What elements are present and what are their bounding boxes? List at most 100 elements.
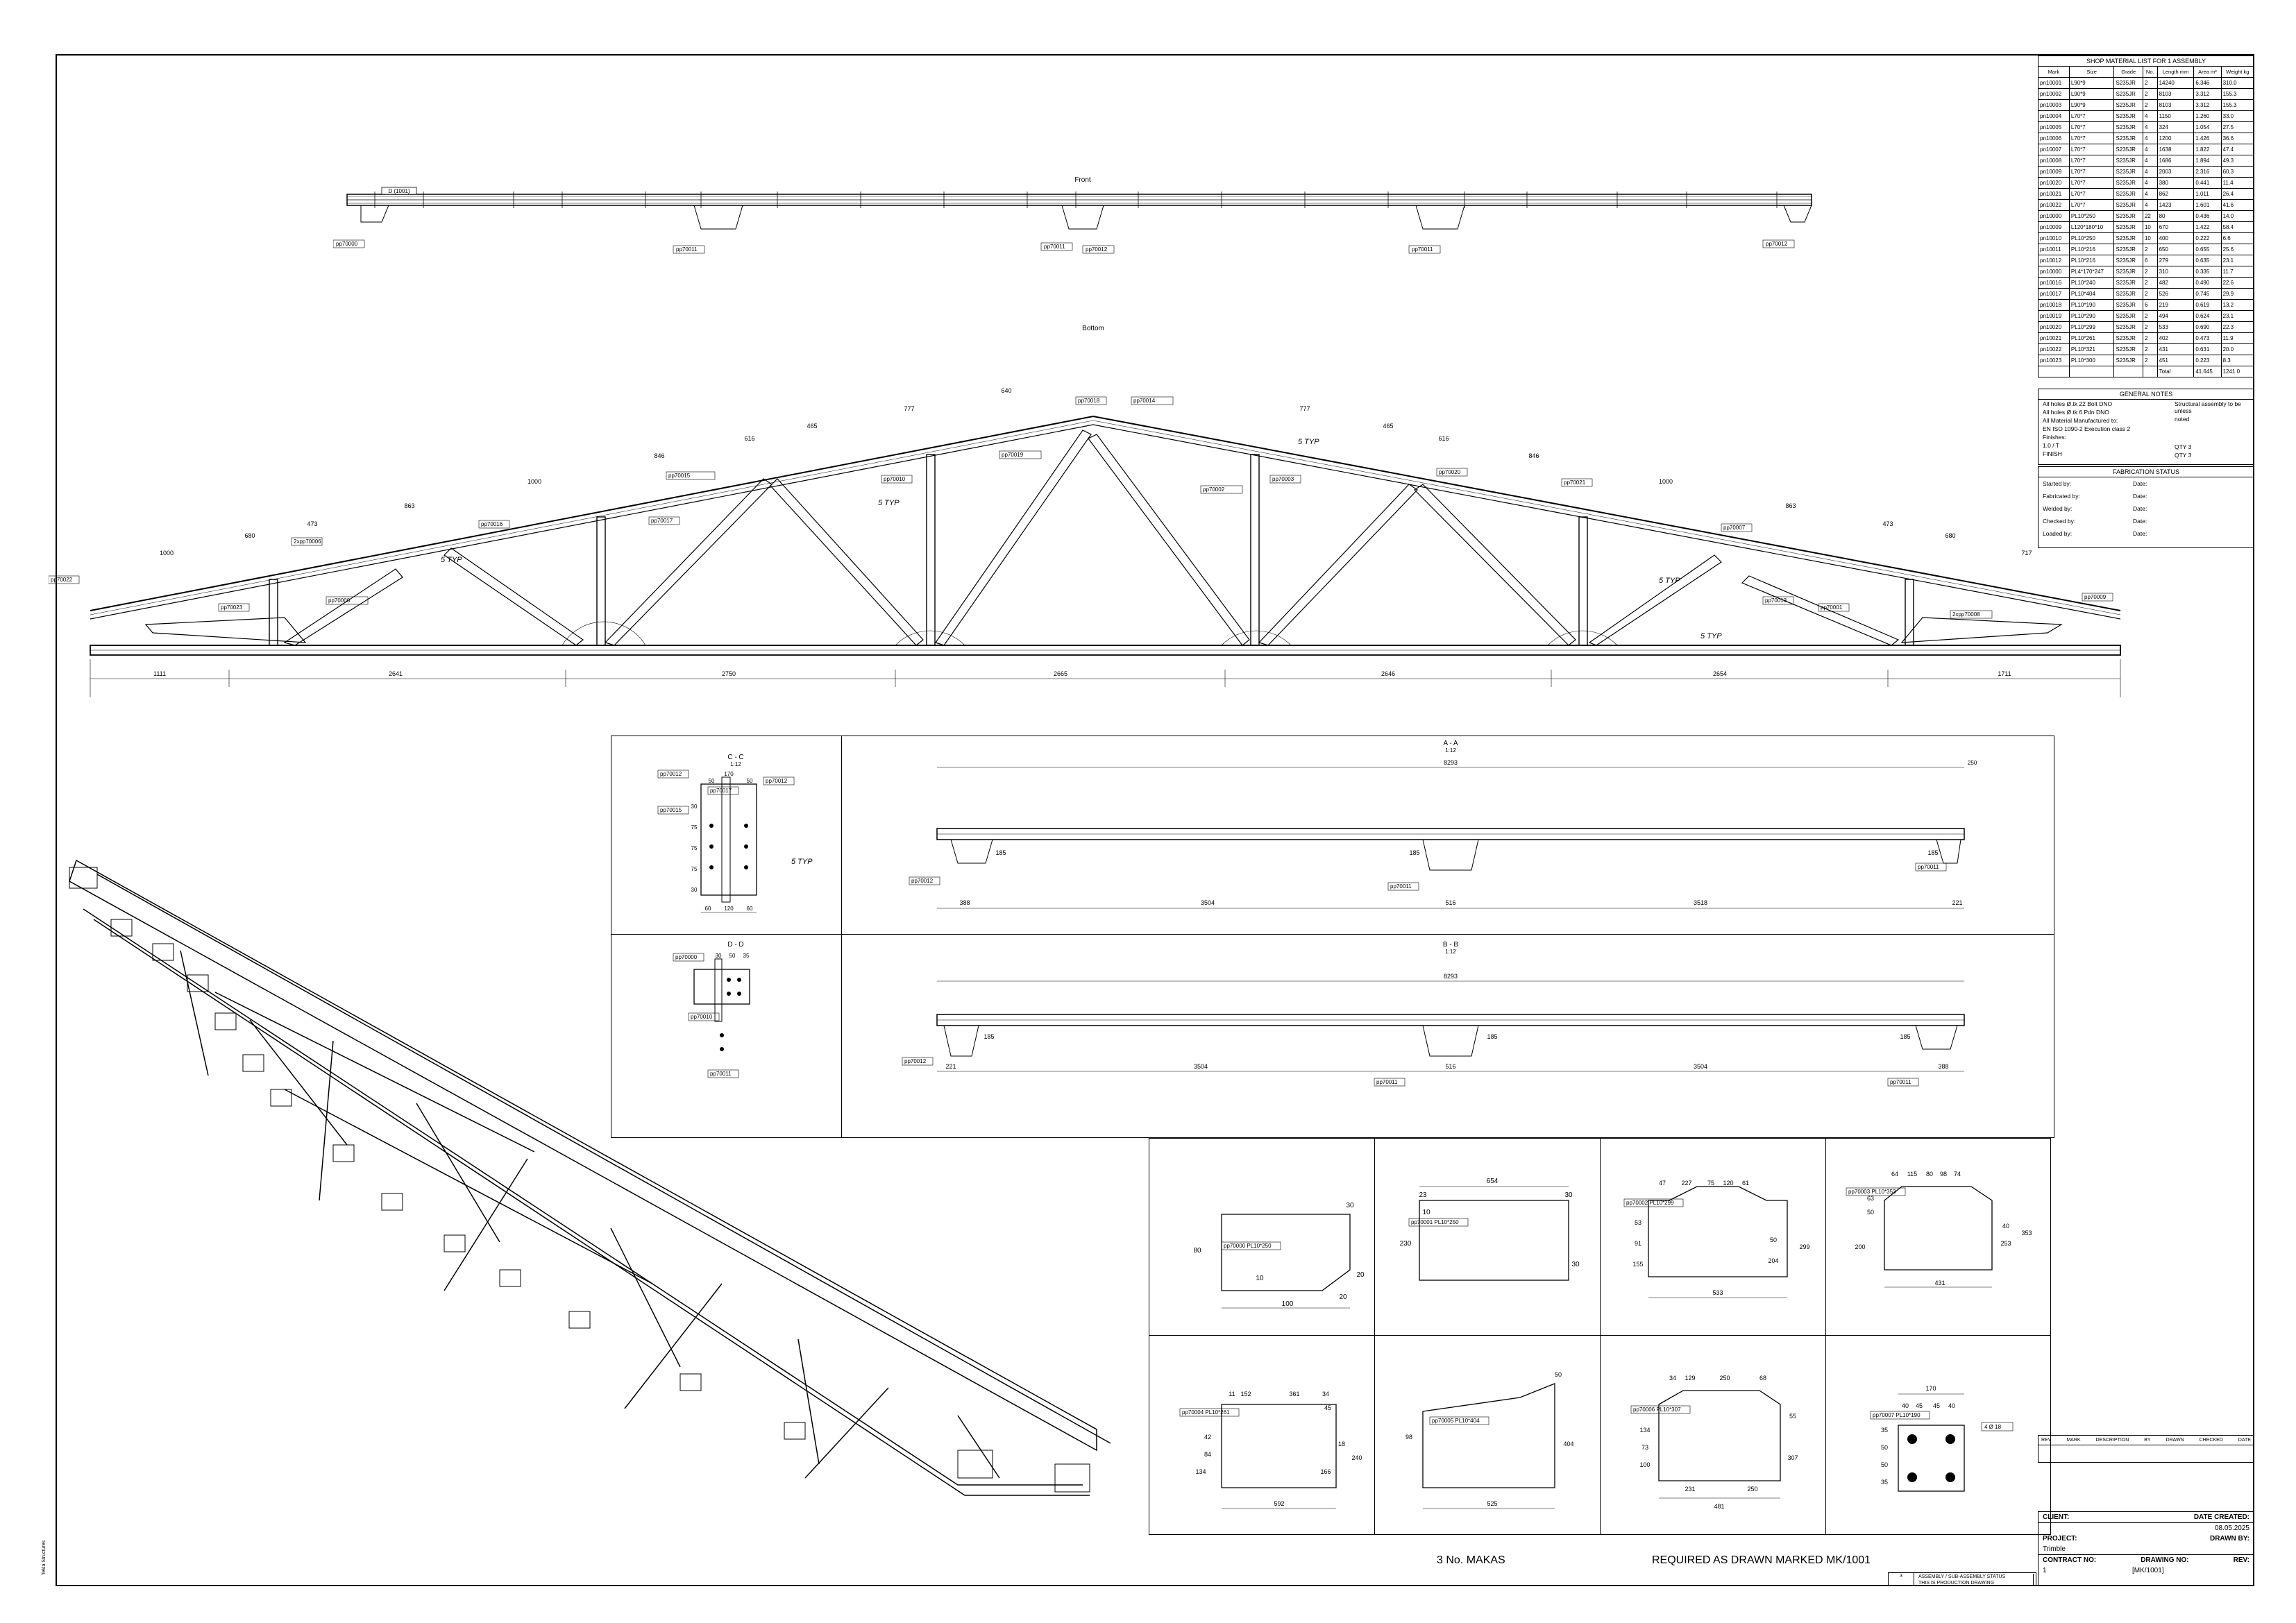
p8-d7: 50 [1881,1444,1888,1451]
material-cell: pn10016 [2038,277,2070,289]
material-cell: pn10002 [2038,88,2070,100]
material-cell: 4 [2142,177,2158,189]
aa-h-3: 185 [1927,849,1938,856]
material-cell: 2 [2142,332,2158,344]
material-header: Grade [2113,66,2143,78]
material-cell: 4 [2142,188,2158,200]
p2-d4: 230 [1400,1240,1412,1248]
material-cell: pn10017 [2038,288,2070,300]
material-cell: 22.6 [2220,277,2255,289]
material-cell: S235JR [2113,110,2143,122]
p5-d7: 84 [1204,1451,1211,1458]
p7-mark: pp70006 PL10*307 [1633,1407,1681,1413]
material-cell: pn10023 [2038,355,2070,366]
material-cell: 22.3 [2220,321,2255,333]
note-line: Finishes: [2043,434,2067,441]
bottom-dim-5: 2646 [1381,670,1395,677]
chain-dim-6: 846 [654,452,664,459]
material-cell: 49.3 [2220,155,2255,167]
material-cell: 310.0 [2220,77,2255,89]
section-cc: C - C 1:12 60 120 60 50 170 50 30 75 75 … [657,754,813,913]
material-list-title: SHOP MATERIAL LIST FOR 1 ASSEMBLY [2038,56,2254,66]
material-cell: 20.0 [2220,343,2255,355]
front-label-2: pp70011 [676,246,698,253]
client-label: CLIENT: [2043,1513,2070,1521]
material-cell: L70*7 [2068,166,2115,178]
fab-row: Started by:Date: [2038,477,2254,490]
p8-d9: 35 [1881,1479,1888,1486]
p3-d4: 120 [1723,1180,1733,1187]
sections-divider-v [841,736,842,1138]
material-cell: pn10020 [2038,177,2070,189]
material-cell: pn10007 [2038,144,2070,155]
material-cell: 400 [2156,232,2195,244]
p5-d10: 18 [1338,1441,1345,1447]
front-label-6: pp70012 [1766,241,1788,247]
material-cell: 279 [2156,255,2195,266]
material-header: Weight kg [2220,66,2255,78]
material-cell: 0.624 [2193,310,2222,322]
p8-d6: 35 [1881,1427,1888,1434]
material-cell: 0.335 [2193,266,2222,278]
material-cell: pn10005 [2038,121,2070,133]
aa-dim-1: 388 [959,899,970,906]
mark-8: pp70010 [884,476,906,482]
dd-dim-2: 50 [729,953,736,959]
material-cell: 60.3 [2220,166,2255,178]
material-cell: S235JR [2113,266,2143,278]
material-cell: L90*9 [2068,88,2115,100]
mark-4: 2xpp70006 [294,538,321,545]
mark-2: pp70023 [221,604,243,611]
sections-panel [611,736,2054,1138]
material-cell: 3.312 [2193,99,2222,111]
material-cell: pn10020 [2038,321,2070,333]
material-cell: S235JR [2113,166,2143,178]
p8-d1: 170 [1925,1385,1936,1392]
material-cell: 1.601 [2193,199,2222,211]
view-aa-scale: 1:12 [1445,747,1456,754]
material-total-cell [2068,366,2115,377]
chain-dim-15: 1000 [1659,478,1673,485]
material-cell: 33.0 [2220,110,2255,122]
material-cell: 2 [2142,77,2158,89]
note-line: All Material Manufactured to: [2043,417,2118,424]
cc-dim-1: 60 [705,906,711,912]
rev-h: CHECKED [2199,1438,2223,1443]
front-label-5: pp70011 [1412,246,1433,253]
p5-mark: pp70004 PL10*261 [1182,1409,1230,1416]
p4-d8: 63 [1867,1195,1874,1202]
material-cell: 4 [2142,144,2158,155]
fab-row-label: Welded by: [2043,505,2073,512]
material-cell: pn10001 [2038,77,2070,89]
bb-label-2: pp70011 [1376,1079,1398,1085]
mark-9: pp70019 [1002,452,1024,458]
material-cell: 14240 [2156,77,2195,89]
bb-h-3: 185 [1900,1033,1910,1040]
chain-dim-11: 777 [1299,405,1310,412]
material-cell: 155.3 [2220,88,2255,100]
material-cell: PL10*216 [2068,244,2115,255]
project-label: PROJECT: [2043,1535,2077,1543]
fab-row: Checked by:Date: [2038,515,2254,527]
material-cell: 862 [2156,188,2195,200]
material-cell: pn10021 [2038,332,2070,344]
bb-dim-3: 516 [1445,1063,1455,1070]
material-cell: S235JR [2113,288,2143,300]
cc-dim-3: 60 [747,906,753,912]
material-total-cell [2113,366,2143,377]
project-name: Trimble [2043,1545,2066,1553]
cc-dim-4: 50 [709,778,715,784]
p4-mark: pp70003 PL10*353 [1848,1189,1896,1195]
cc-vdim-3: 75 [691,845,698,851]
